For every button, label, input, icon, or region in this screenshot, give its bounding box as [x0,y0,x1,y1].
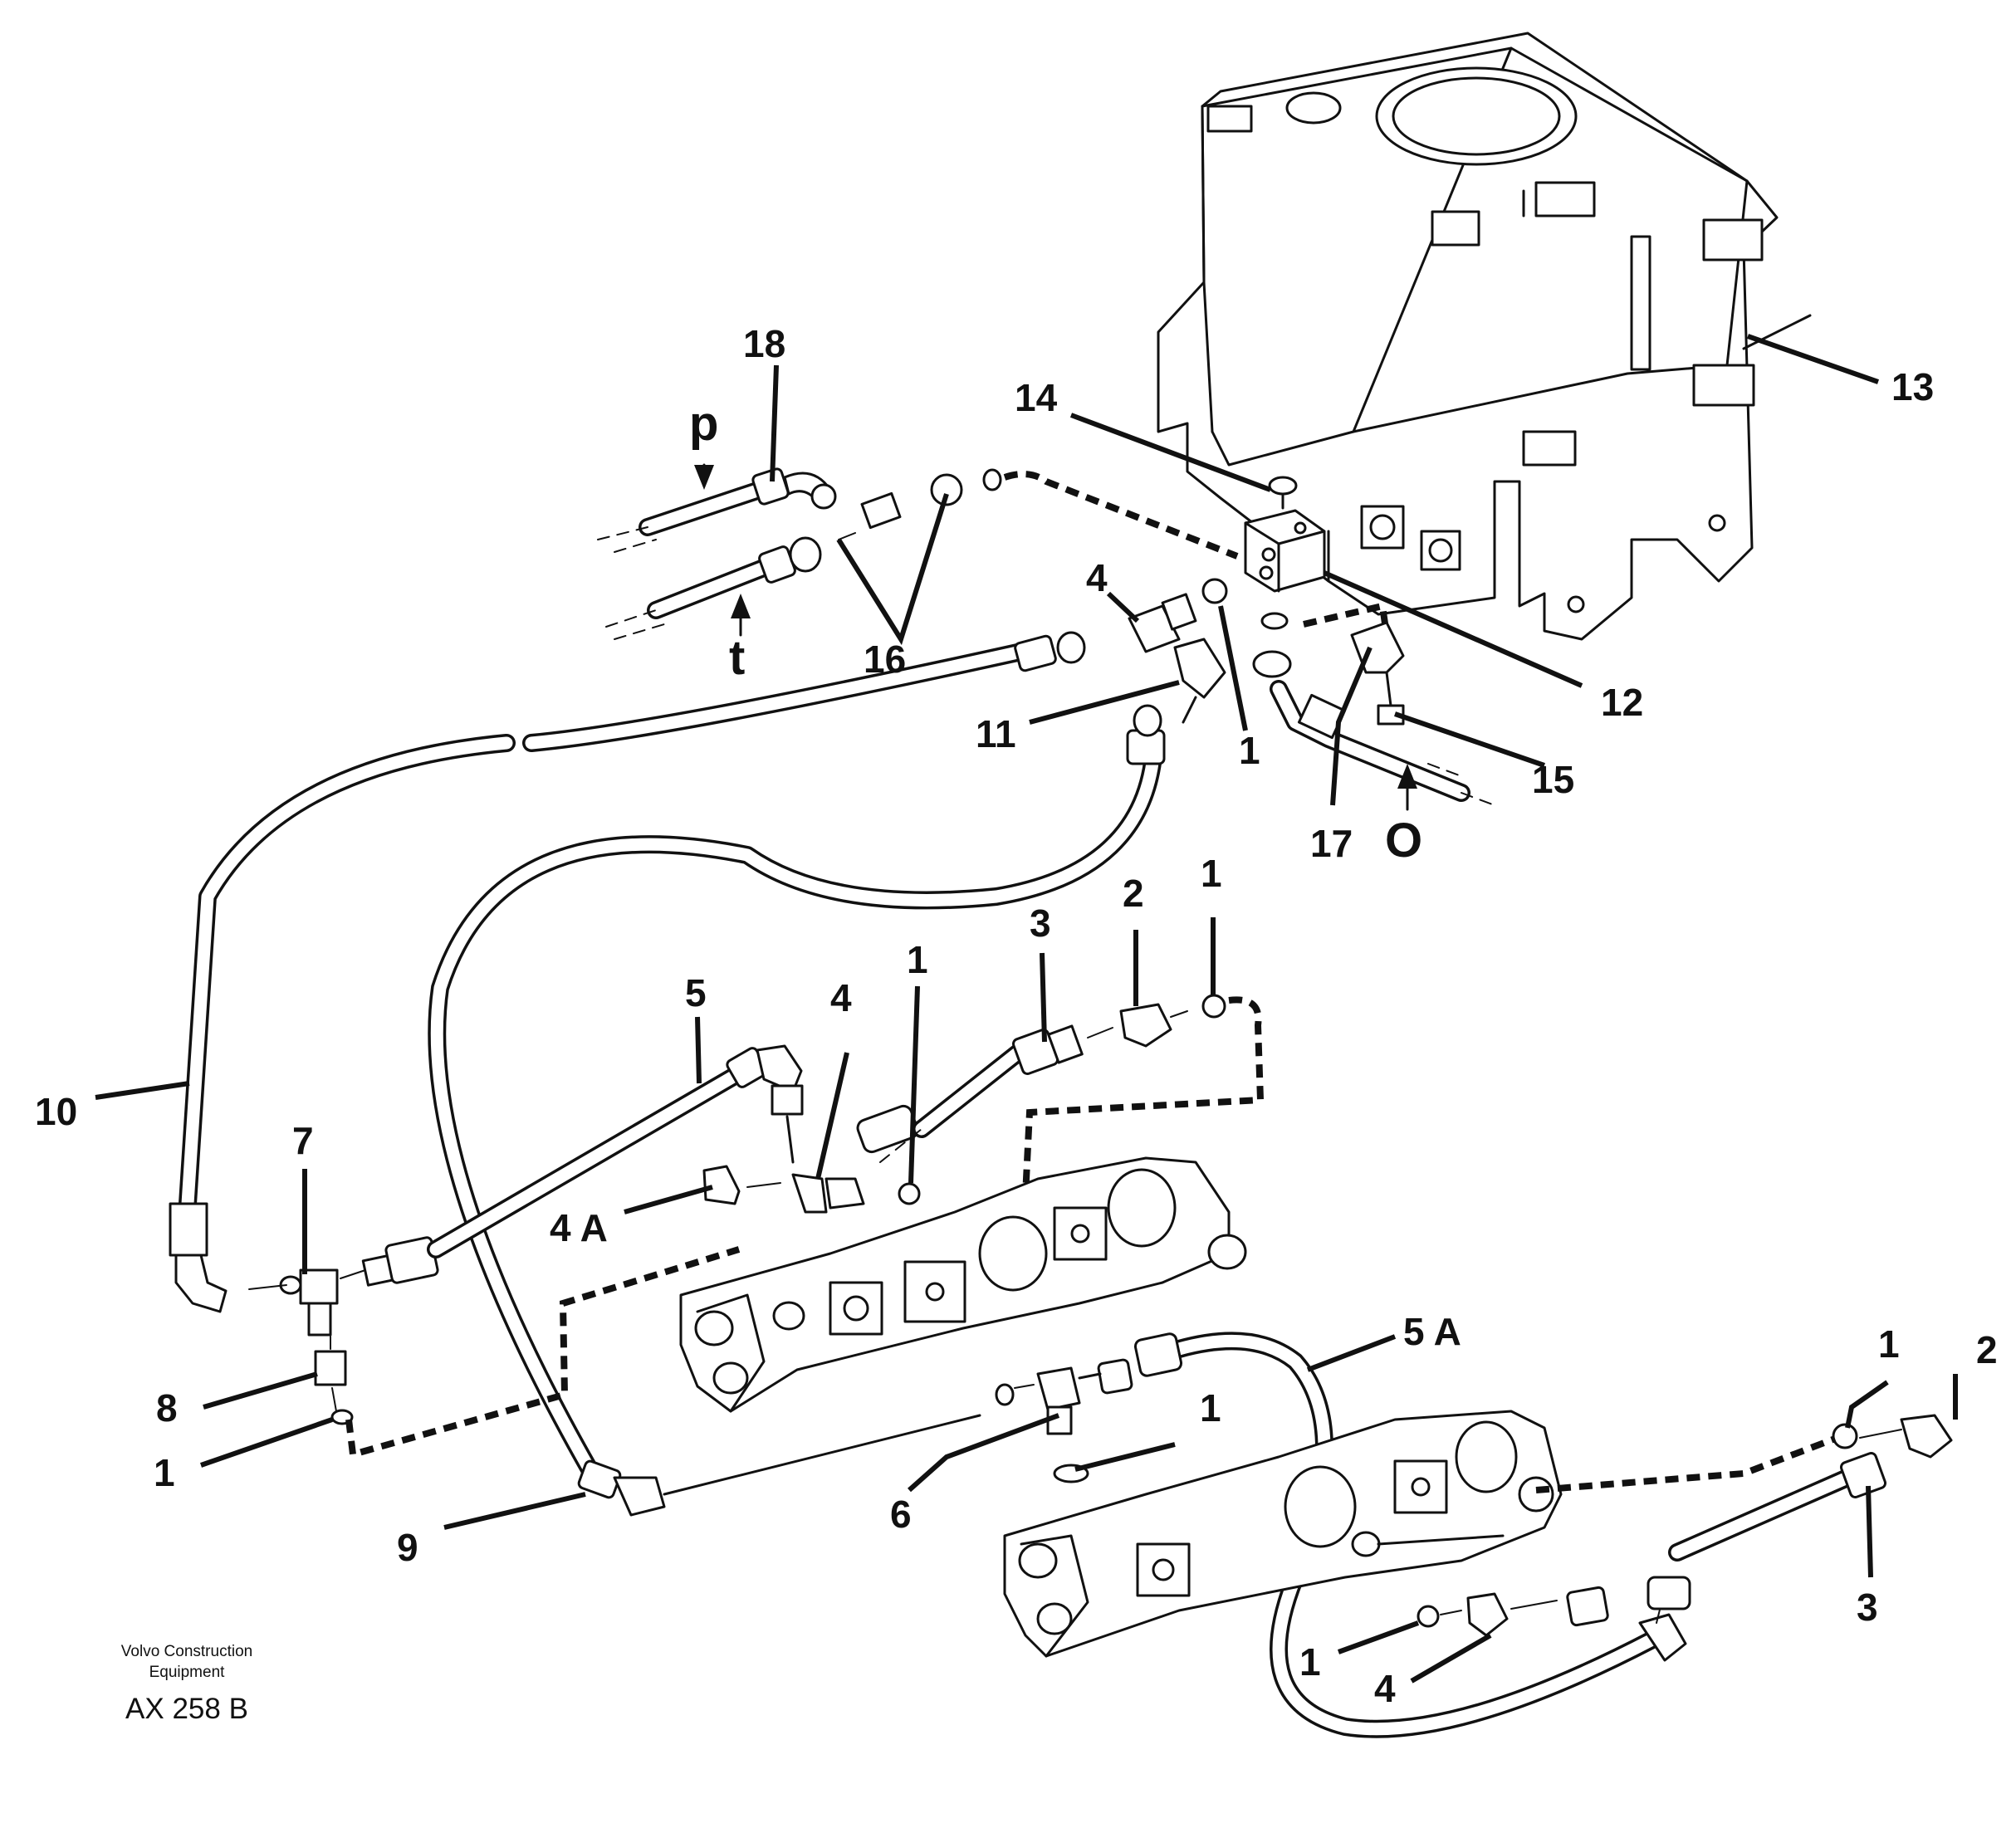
callout-7: 7 [292,1119,314,1162]
tee-fitting-7 [248,1236,439,1425]
port-letter-o: O [1385,814,1422,868]
callout-11: 11 [976,712,1016,755]
callout-10: 10 [35,1090,77,1133]
callout-1-mid-right: 1 [1201,852,1222,895]
hose-5 [427,1044,804,1259]
pressure-dashed-link [1003,471,1239,560]
fittings-upper-middle [879,994,1226,1163]
leader-lines [95,334,1958,1684]
hose-9 [428,704,1166,1517]
callout-1-right: 1 [1878,1322,1900,1366]
callout-9: 9 [397,1526,418,1569]
tee-fitting-6 [995,1358,1133,1483]
callout-14: 14 [1015,376,1058,419]
callout-15: 15 [1532,758,1574,801]
callout-4-mid: 4 [830,976,852,1019]
flow-arrow-p [694,463,714,490]
callout-4-top: 4 [1086,556,1108,599]
left-dashed-link [345,1246,741,1459]
flow-arrow-o [1397,764,1417,811]
callouts: 18 14 13 12 16 4 11 1 15 17 10 7 5 4 1 3… [35,322,1998,1710]
callout-6: 6 [890,1493,912,1536]
callout-1-mid: 1 [907,938,928,981]
callout-16: 16 [864,638,906,681]
drawing-code: AX 258 B [125,1693,248,1725]
tank-hose-t [605,532,856,640]
callout-17: 17 [1310,822,1353,865]
callout-4-bottom: 4 [1374,1667,1396,1710]
callout-12: 12 [1601,681,1643,724]
pump-assembly-upper [679,1156,1247,1413]
callout-3-right: 3 [1857,1586,1878,1629]
callout-1-low: 1 [1200,1386,1221,1430]
callout-4a: 4 A [550,1206,608,1249]
credit-line-1: Volvo Construction [121,1643,252,1660]
callout-1-left: 1 [154,1451,175,1494]
pump-assembly-lower [1003,1410,1563,1658]
flow-arrow-t [731,594,751,637]
callout-3-mid: 3 [1030,902,1051,945]
port-letter-p: p [689,397,718,451]
fittings-bottom [1417,1592,1558,1637]
callout-1-bottom: 1 [1299,1640,1321,1684]
callout-2-mid: 2 [1123,872,1144,915]
lower-dashed-link [1535,1435,1837,1493]
upper-middle-dashed-link [1022,996,1265,1196]
credit-line-2: Equipment [149,1664,226,1681]
tee-fitting-middle [702,1104,921,1214]
callout-2-right: 2 [1976,1328,1998,1371]
callout-5a: 5 A [1403,1310,1461,1353]
port-letter-t: t [729,631,745,685]
tee-fitting-upper [1128,578,1228,724]
tank-block-dashed-link [1303,602,1390,636]
fittings-right [1668,1414,1953,1562]
hose-5a [1133,1332,1691,1738]
callout-1-top: 1 [1239,729,1260,772]
callout-5: 5 [685,971,707,1014]
pressure-hose-18 [597,467,1002,553]
hose-10 [169,631,1086,1313]
tank-port-block [1244,476,1326,678]
callout-13: 13 [1891,365,1934,408]
return-hose-17 [1270,680,1495,806]
hydraulic-tank [1157,32,1812,641]
callout-18: 18 [743,322,785,365]
callout-8: 8 [156,1386,178,1430]
